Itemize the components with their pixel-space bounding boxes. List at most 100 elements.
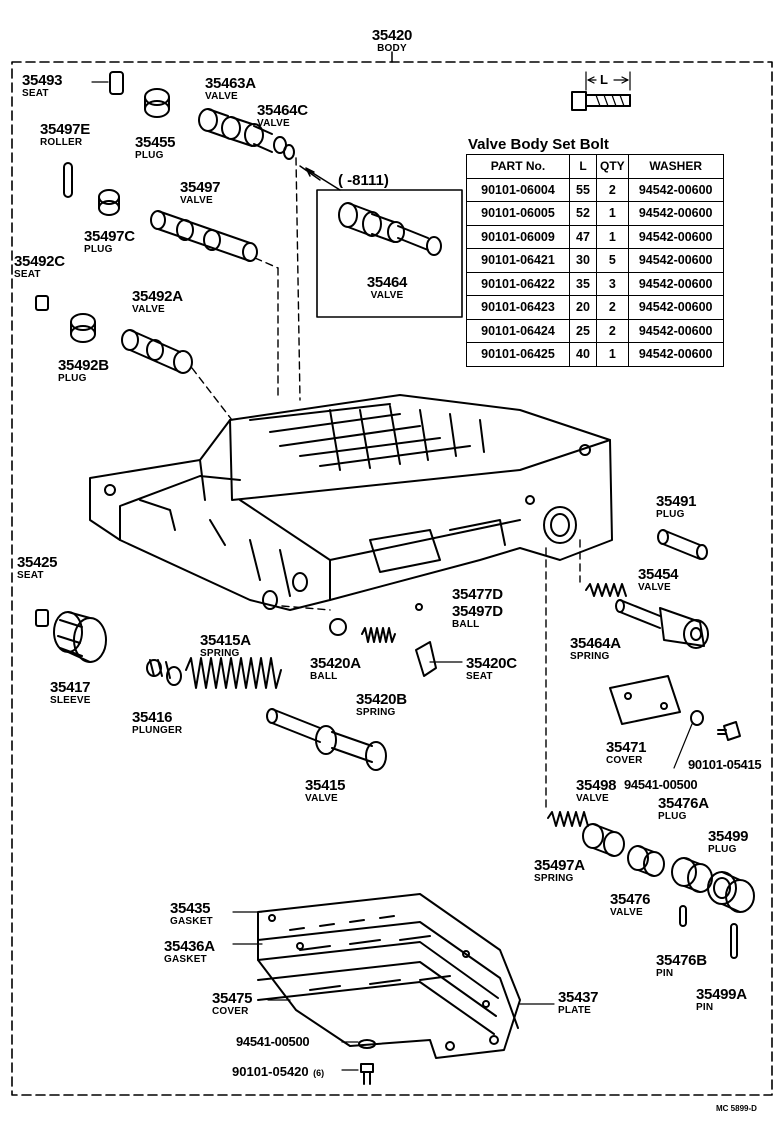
part-name: SEAT [14, 269, 41, 280]
valve-35463A [198, 108, 273, 153]
cover-35471 [609, 675, 681, 725]
part-name: PLUG [135, 150, 164, 161]
part-name: PLUG [84, 244, 113, 255]
sleeve-35417 [53, 611, 107, 663]
part-number: 35497E [40, 121, 90, 138]
bolt-90101-05420-no: 90101-05420 [232, 1064, 309, 1079]
inset-range-label: ( -8111) [338, 172, 389, 189]
part-number: 35425 [17, 554, 58, 571]
cell-washer: 94542-00600 [627, 224, 724, 249]
part-number: 35435 [170, 900, 211, 917]
label-94541-00500-bottom: 94541-00500 [236, 1035, 340, 1048]
part-number: 94541-00500 [624, 777, 698, 792]
part-number: 35499A [696, 986, 747, 1003]
spring-35464A [585, 583, 627, 597]
part-name: SPRING [534, 873, 574, 884]
valve-35415 [266, 708, 387, 771]
bolt-sketch [571, 71, 631, 111]
part-number: 35464A [570, 635, 621, 652]
cell-l: 40 [569, 342, 597, 367]
part-number: 35455 [135, 134, 176, 151]
part-number: 35415A [200, 632, 251, 649]
part-number: 35420B [356, 691, 407, 708]
part-name: VALVE [576, 793, 609, 804]
ball-35497D [415, 603, 423, 611]
part-number: 35491 [656, 493, 697, 510]
cell-washer: 94542-00600 [627, 295, 724, 320]
body-part-no: 35420 [371, 27, 413, 44]
cell-washer: 94542-00600 [627, 248, 724, 273]
label-94541-00500-right: 94541-00500 [624, 778, 720, 791]
bolt-90101-05420-qty: (6) [313, 1068, 325, 1078]
cell-l: 47 [569, 224, 597, 249]
bolt-90101-05420 [360, 1063, 374, 1085]
valve-35476 [627, 845, 665, 877]
part-name: VALVE [638, 582, 671, 593]
plate-stack [257, 893, 521, 1059]
pin-35499A [730, 923, 738, 959]
part-name: ROLLER [40, 137, 83, 148]
bolt-table-header-row: PART No. L QTY WASHER [466, 154, 724, 179]
part-number: 35454 [638, 566, 679, 583]
cell-l: 30 [569, 248, 597, 273]
part-number: 35416 [132, 709, 173, 726]
cell-l: 52 [569, 201, 597, 226]
cell-part-no: 90101-06424 [466, 318, 570, 343]
cell-qty: 3 [596, 271, 629, 296]
cell-part-no: 90101-06422 [466, 271, 570, 296]
part-number: 35436A [164, 938, 215, 955]
part-name: VALVE [180, 195, 213, 206]
valve-body-housing [89, 394, 613, 611]
cell-l: 55 [569, 177, 597, 202]
part-number: 35471 [606, 739, 647, 756]
cell-part-no: 90101-06421 [466, 248, 570, 273]
label-90101-05420: 90101-05420 (6) [232, 1064, 344, 1080]
part-number: 35464 [366, 274, 408, 291]
cell-qty: 1 [596, 224, 629, 249]
part-number: 35477D [452, 586, 503, 603]
part-number: 35476A [658, 795, 709, 812]
part-name: PLUG [708, 844, 737, 855]
part-number: 35476 [610, 891, 651, 908]
plug-35492B [70, 313, 96, 343]
part-name: SEAT [17, 570, 44, 581]
cell-qty: 5 [596, 248, 629, 273]
plug-35455 [144, 88, 170, 118]
part-number: 35492B [58, 357, 109, 374]
cell-washer: 94542-00600 [627, 271, 724, 296]
seat-35492C [35, 295, 49, 311]
spring-35415A [185, 657, 282, 689]
cell-part-no: 90101-06004 [466, 177, 570, 202]
part-number: 35497D [452, 603, 503, 620]
cell-qty: 2 [596, 318, 629, 343]
part-number: 94541-00500 [236, 1034, 310, 1049]
part-number: 35476B [656, 952, 707, 969]
plug-35497C [98, 189, 120, 216]
valve-35464C [273, 136, 295, 160]
col-part-no: PART No. [466, 154, 570, 179]
spring-35420B [361, 627, 396, 643]
part-name: BALL [310, 671, 338, 682]
part-name: SLEEVE [50, 695, 91, 706]
